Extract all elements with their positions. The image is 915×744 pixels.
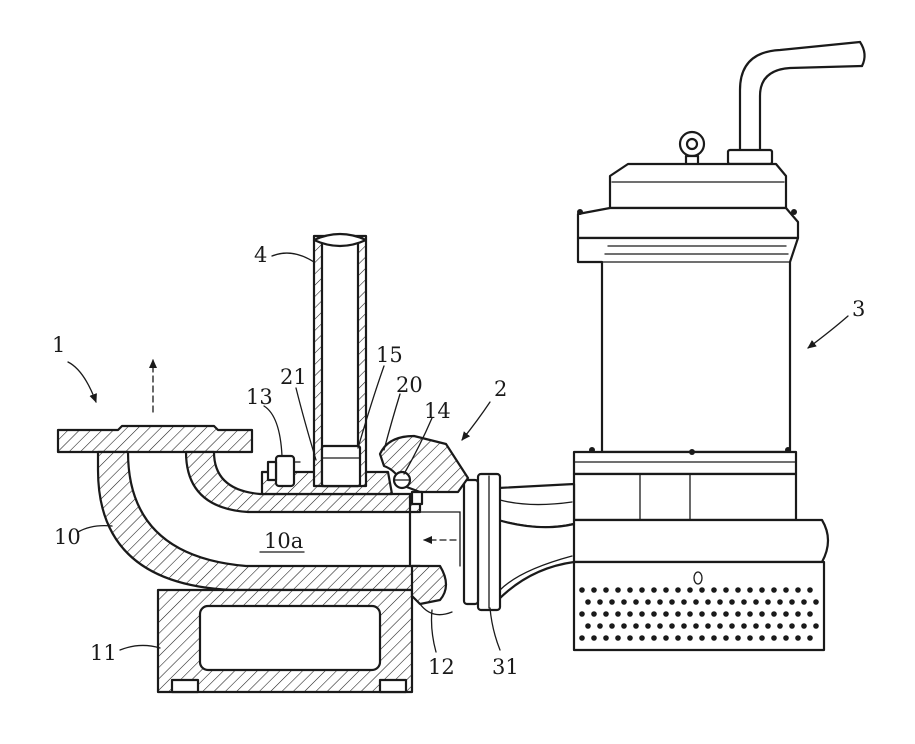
coupling-flange-31 xyxy=(462,472,502,612)
label-10a: 10a xyxy=(264,529,303,553)
label-12: 12 xyxy=(428,655,455,679)
leader-lines xyxy=(77,252,501,653)
lifting-eye xyxy=(678,130,706,158)
reference-numerals: 1 2 3 4 10 10a 11 12 13 14 15 20 21 31 xyxy=(52,243,865,679)
volute xyxy=(566,518,830,564)
pump-casing xyxy=(572,472,798,522)
label-31: 31 xyxy=(492,655,519,679)
submersible-pump xyxy=(566,40,866,652)
label-3: 3 xyxy=(852,297,865,321)
bolt-13 xyxy=(266,454,301,488)
discharge-base xyxy=(56,424,461,694)
label-15: 15 xyxy=(376,343,403,367)
bracket-15 xyxy=(320,444,362,488)
label-2: 2 xyxy=(494,377,507,401)
hook-20 xyxy=(378,434,470,494)
strainer xyxy=(572,560,826,652)
motor-top-flange xyxy=(576,206,800,240)
discharge-nozzle xyxy=(496,482,576,602)
power-cable xyxy=(738,40,862,154)
flow-arrows xyxy=(67,315,849,441)
label-10: 10 xyxy=(54,525,81,549)
label-20: 20 xyxy=(396,373,423,397)
hinge-hook xyxy=(378,434,470,506)
strainer-holes xyxy=(579,571,819,641)
guide-seat xyxy=(410,564,448,606)
label-13: 13 xyxy=(246,385,273,409)
motor-top-cap xyxy=(608,162,788,210)
ref-arrow-1 xyxy=(67,361,97,403)
cable-gland xyxy=(726,148,774,166)
label-1: 1 xyxy=(52,333,65,357)
label-14: 14 xyxy=(424,399,451,423)
ref-arrow-2 xyxy=(461,401,491,441)
outlet-flange xyxy=(56,424,254,454)
motor-housing xyxy=(576,236,800,454)
label-11: 11 xyxy=(90,641,117,665)
foot-window xyxy=(198,604,382,672)
motor-lower-flange xyxy=(572,450,798,476)
label-21: 21 xyxy=(280,365,307,389)
label-4: 4 xyxy=(254,243,267,267)
ref-arrow-3 xyxy=(807,315,849,349)
